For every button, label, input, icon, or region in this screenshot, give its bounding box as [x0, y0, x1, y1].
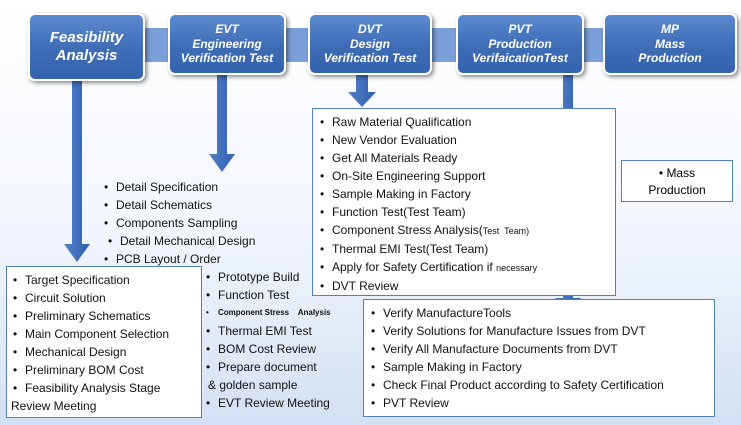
stage-evt: EVT Engineering Verification Test: [168, 13, 286, 75]
stage-dvt: DVT Design Verification Test: [308, 13, 432, 75]
evt-item: •PCB Layout / Order: [104, 252, 221, 266]
pvt-item: •Verify Solutions for Manufacture Issues…: [371, 324, 646, 338]
feasibility-item: •Target Specification: [13, 273, 130, 287]
arrow-dvt: [348, 75, 376, 107]
stage-mp-line2: Mass: [654, 36, 686, 51]
pvt-box: •Verify ManufactureTools •Verify Solutio…: [363, 299, 715, 417]
stage-mp-line3: Production: [638, 51, 702, 66]
dvt-item: •New Vendor Evaluation: [320, 133, 457, 147]
stage-pvt: PVT Production VerifaicationTest: [456, 13, 584, 75]
dvt-box: •Raw Material Qualification •New Vendor …: [312, 108, 616, 296]
evt-item: •BOM Cost Review: [206, 342, 317, 356]
pvt-item: •Verify All Manufacture Documents from D…: [371, 342, 618, 356]
dvt-item: •Thermal EMI Test(Test Team): [320, 242, 489, 256]
dvt-item: •On-Site Engineering Support: [320, 169, 486, 183]
feasibility-item-continued: Review Meeting: [11, 399, 97, 413]
stage-pvt-line2: Production: [488, 36, 552, 51]
evt-item: •Prototype Build: [206, 270, 300, 284]
feasibility-item: •Circuit Solution: [13, 291, 106, 305]
dvt-item: •Function Test(Test Team): [320, 205, 466, 219]
evt-list-b: •Prototype Build •Function Test •Compone…: [206, 268, 331, 412]
evt-item: •Detail Mechanical Design: [108, 234, 256, 248]
evt-list-a: •Detail Specification •Detail Schematics…: [104, 178, 255, 268]
evt-item: •Thermal EMI Test: [206, 324, 312, 338]
stage-dvt-line3: Verification Test: [323, 51, 417, 66]
stage-evt-line2: Engineering: [192, 36, 262, 51]
mp-box: • Mass Production: [621, 160, 733, 202]
feasibility-item: •Preliminary BOM Cost: [13, 363, 144, 377]
stage-feasibility: Feasibility Analysis: [28, 13, 145, 81]
evt-item: •Components Sampling: [104, 216, 238, 230]
evt-item: •Detail Schematics: [104, 198, 213, 212]
evt-item: •Detail Specification: [104, 180, 219, 194]
stage-dvt-line1: DVT: [358, 22, 382, 37]
evt-item: •Prepare document: [206, 360, 317, 374]
dvt-item: •Get All Materials Ready: [320, 151, 458, 165]
feasibility-box: •Target Specification •Circuit Solution …: [6, 266, 202, 418]
mp-box-line2: Production: [648, 183, 706, 197]
feasibility-item: •Mechanical Design: [13, 345, 127, 359]
dvt-item: •Sample Making in Factory: [320, 187, 471, 201]
pvt-item: •PVT Review: [371, 396, 449, 410]
stage-pvt-line1: PVT: [508, 22, 532, 37]
stage-evt-line3: Verification Test: [180, 51, 274, 66]
feasibility-item: •Preliminary Schematics: [13, 309, 151, 323]
arrow-evt: [209, 75, 235, 172]
stage-feasibility-line2: Analysis: [55, 47, 118, 64]
mp-box-line1: • Mass: [658, 166, 696, 180]
dvt-item: •Component Stress Analysis(Test Team): [320, 223, 530, 237]
dvt-item: •Apply for Safety Certification if neces…: [320, 260, 538, 274]
pvt-item: •Verify ManufactureTools: [371, 306, 512, 320]
stage-pvt-line3: VerifaicationTest: [472, 51, 568, 66]
evt-item: •EVT Review Meeting: [206, 396, 330, 410]
stage-feasibility-line1: Feasibility: [49, 28, 124, 46]
stage-mp: MP Mass Production: [603, 13, 737, 75]
evt-item: •Function Test: [206, 288, 290, 302]
evt-item-continued: & golden sample: [208, 378, 298, 392]
feasibility-item: •Main Component Selection: [13, 327, 170, 341]
feasibility-item: •Feasibility Analysis Stage: [13, 381, 161, 395]
evt-item: •Component Stress Analysis: [206, 308, 331, 317]
dvt-item: •Raw Material Qualification: [320, 115, 472, 129]
arrow-feasibility: [64, 80, 90, 262]
stage-mp-line1: MP: [661, 22, 679, 37]
pvt-item: •Check Final Product according to Safety…: [371, 378, 664, 392]
dvt-item: •DVT Review: [320, 279, 399, 293]
stage-dvt-line2: Design: [349, 36, 390, 51]
pvt-item: •Sample Making in Factory: [371, 360, 522, 374]
stage-evt-line1: EVT: [215, 22, 239, 37]
